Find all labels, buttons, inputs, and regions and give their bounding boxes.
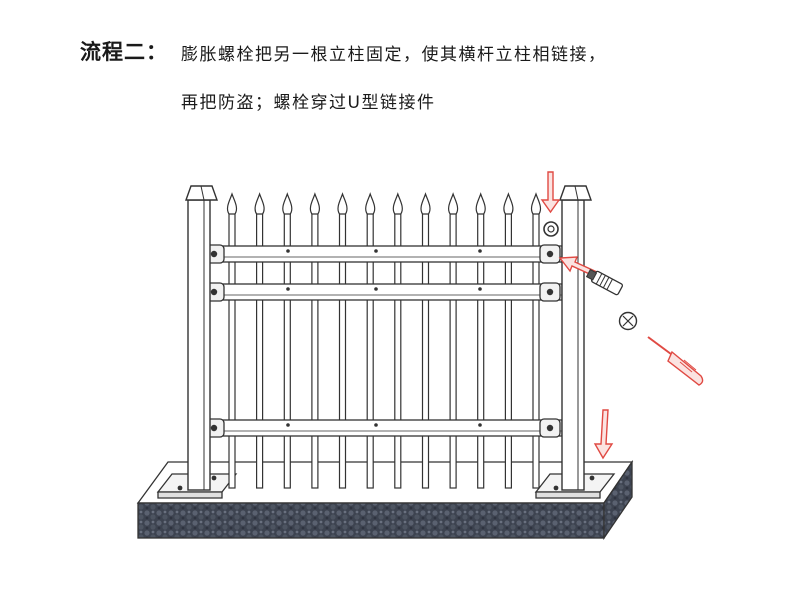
step-title: 流程二：	[80, 40, 168, 64]
picket	[448, 192, 459, 489]
concrete-base	[136, 459, 634, 541]
post-bolt-hole	[543, 221, 559, 237]
instruction-line-1: 膨胀螺栓把另一根立柱固定，使其横杆立柱相链接，	[181, 45, 607, 65]
post-left	[185, 185, 218, 491]
post-right	[559, 185, 592, 491]
picket	[365, 192, 376, 489]
arrow-top-down	[540, 171, 561, 214]
expansion-bolt-icon	[585, 268, 624, 296]
rail	[203, 282, 563, 302]
rail	[203, 418, 563, 438]
arrow-base-right	[593, 409, 614, 460]
picket	[503, 192, 514, 489]
rail	[203, 244, 563, 264]
picket	[420, 192, 431, 489]
picket	[392, 192, 403, 489]
picket	[530, 192, 542, 489]
screwdriver-icon	[647, 336, 704, 386]
fence-pickets	[226, 192, 542, 489]
instruction-line-2: 再把防盗；螺栓穿过U型链接件	[181, 93, 436, 113]
u-connector-icon	[618, 311, 638, 331]
picket	[282, 192, 293, 489]
picket	[226, 192, 238, 489]
picket	[475, 192, 486, 489]
picket	[337, 192, 348, 489]
picket	[309, 192, 320, 489]
horizontal-rails	[203, 244, 563, 438]
picket	[254, 192, 265, 489]
